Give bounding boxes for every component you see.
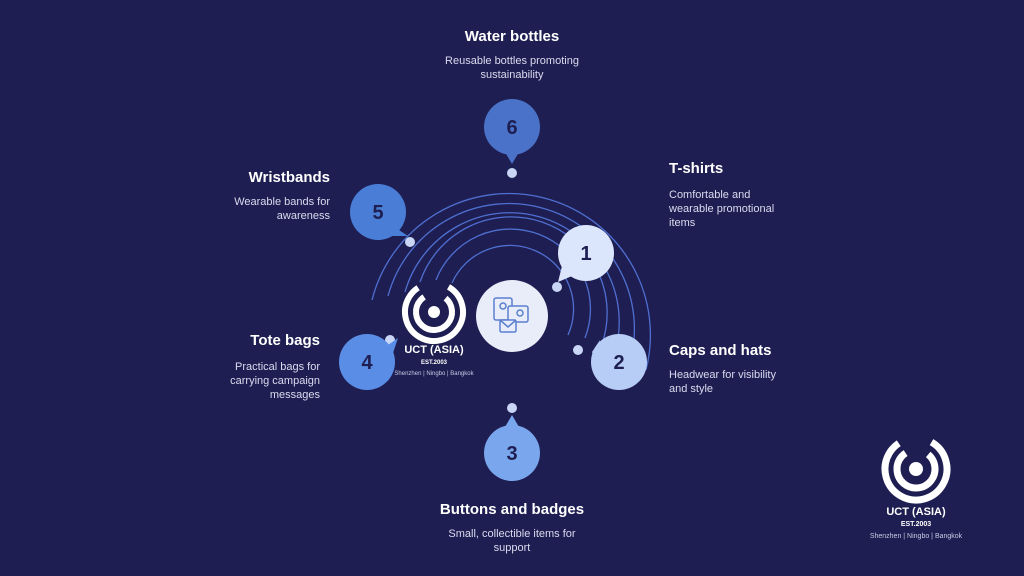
bubble-3: 3 bbox=[484, 415, 540, 481]
bubble-4: 4 bbox=[339, 334, 398, 390]
item-6-description: Reusable bottles promoting sustainabilit… bbox=[445, 55, 579, 81]
center-logo-icon bbox=[402, 280, 466, 344]
item-5-title: Wristbands bbox=[248, 169, 330, 186]
promotional-items-icon bbox=[493, 297, 529, 333]
center-logo-locations: Shenzhen | Ningbo | Bangkok bbox=[394, 371, 474, 377]
orbit-ring-2 bbox=[435, 228, 592, 339]
orbit-ring-4 bbox=[404, 212, 620, 353]
connector-dot-3 bbox=[507, 403, 517, 413]
corner-logo-icon bbox=[881, 434, 951, 504]
bubble-5: 5 bbox=[350, 184, 408, 240]
orbit-ring-3 bbox=[419, 216, 608, 345]
item-5-description: Wearable bands for awareness bbox=[234, 196, 330, 222]
bubble-1-number: 1 bbox=[580, 243, 591, 265]
bubble-5-number: 5 bbox=[372, 202, 383, 224]
item-1-title: T-shirts bbox=[669, 160, 724, 177]
item-6-title: Water bottles bbox=[464, 28, 560, 45]
bubble-2: 2 bbox=[591, 334, 647, 390]
center-logo-est: EST.2003 bbox=[420, 360, 448, 366]
item-2-description: Headwear for visibility and style bbox=[669, 369, 776, 395]
corner-logo-locations: Shenzhen | Ningbo | Bangkok bbox=[869, 533, 963, 540]
bubble-6-number: 6 bbox=[506, 117, 517, 139]
orbit-ring-1 bbox=[451, 244, 575, 336]
orbit-ring-6 bbox=[371, 192, 651, 371]
orbit-rings bbox=[371, 192, 651, 371]
corner-logo-est: EST.2003 bbox=[900, 521, 932, 528]
orbit-ring-5 bbox=[387, 202, 636, 363]
bubble-1: 1 bbox=[558, 225, 614, 282]
connector-dot-6 bbox=[507, 168, 517, 178]
connector-dot-1 bbox=[552, 282, 562, 292]
center-hub bbox=[476, 280, 548, 352]
bubble-2-number: 2 bbox=[613, 352, 624, 374]
connector-dot-5 bbox=[405, 237, 415, 247]
item-1-description: Comfortable and wearable promotional ite… bbox=[669, 189, 775, 229]
item-3-description: Small, collectible items for support bbox=[448, 528, 576, 554]
item-4-title: Tote bags bbox=[250, 332, 320, 349]
center-logo-name: UCT (ASIA) bbox=[404, 344, 464, 356]
bubble-3-number: 3 bbox=[506, 443, 517, 465]
corner-logo-name: UCT (ASIA) bbox=[886, 506, 946, 518]
item-3-title: Buttons and badges bbox=[439, 501, 585, 518]
connector-dot-2 bbox=[573, 345, 583, 355]
item-2-title: Caps and hats bbox=[669, 342, 772, 359]
item-4-description: Practical bags for carrying campaign mes… bbox=[230, 361, 320, 401]
bubble-4-number: 4 bbox=[361, 352, 373, 374]
bubble-6: 6 bbox=[484, 99, 540, 164]
